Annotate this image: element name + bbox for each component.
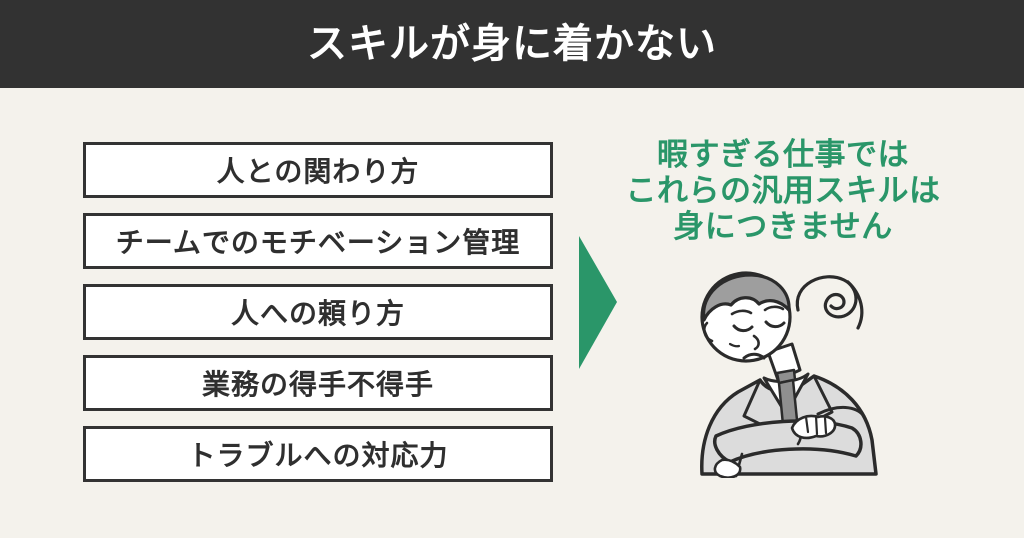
header-bar: スキルが身に着かない [0, 0, 1024, 88]
skill-box-list: 人との関わり方 チームでのモチベーション管理 人への頼り方 業務の得手不得手 ト… [83, 142, 553, 482]
skill-box-1: 人との関わり方 [83, 142, 553, 198]
callout-line-1: 暇すぎる仕事では [657, 137, 909, 172]
skill-box-5-label: トラブルへの対応力 [187, 440, 449, 471]
squiggle-icon [795, 275, 864, 330]
page-title: スキルが身に着かない [307, 22, 717, 66]
callout-line-2: これらの汎用スキルは [625, 173, 941, 208]
skill-box-4-label: 業務の得手不得手 [201, 369, 434, 400]
skill-box-3: 人への頼り方 [83, 284, 553, 340]
callout-text: 暇すぎる仕事では これらの汎用スキルは 身につきません [613, 137, 953, 245]
skill-box-3-label: 人への頼り方 [230, 298, 405, 329]
skill-box-2: チームでのモチベーション管理 [83, 213, 553, 269]
skill-box-1-label: 人との関わり方 [216, 156, 420, 187]
skill-box-4: 業務の得手不得手 [83, 355, 553, 411]
skill-box-5: トラブルへの対応力 [83, 426, 553, 482]
callout-line-3: 身につきません [673, 209, 893, 244]
skill-box-2-label: チームでのモチベーション管理 [115, 227, 521, 258]
sleeping-businessman-illustration [700, 271, 878, 478]
right-arrow-icon [579, 236, 617, 369]
